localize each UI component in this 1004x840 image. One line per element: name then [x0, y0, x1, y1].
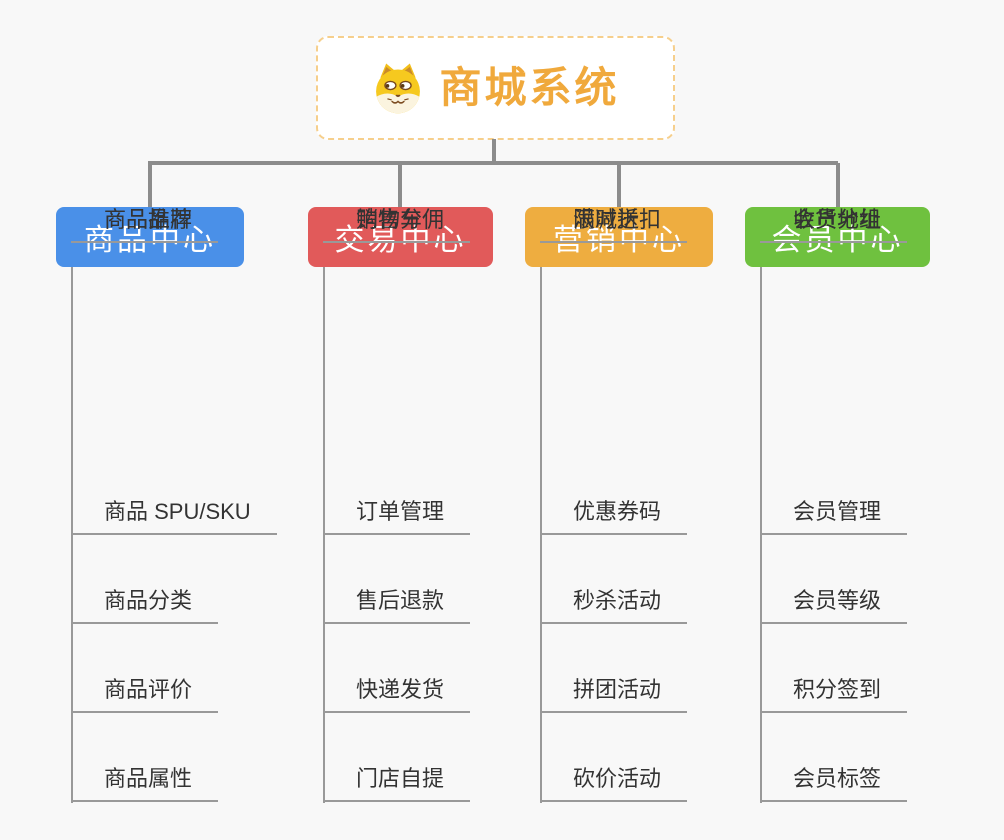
topic-item[interactable]: 积分签到: [760, 677, 908, 713]
topic-item[interactable]: 门店自提: [323, 766, 471, 802]
connector-drop-3: [617, 163, 621, 209]
branch-product-center: 商品中心 商品 SPU/SKU 商品分类 商品评价 商品属性 商品推荐 商品品牌: [56, 207, 277, 827]
topic-item[interactable]: 满减送: [540, 207, 666, 243]
topic-item[interactable]: 会员等级: [760, 588, 908, 624]
topic-item[interactable]: 商品属性: [71, 766, 219, 802]
branch-node-member-center[interactable]: 会员中心: [745, 207, 930, 267]
branch-node-product-center[interactable]: 商品中心: [56, 207, 244, 267]
connector-drop-2: [398, 163, 402, 209]
topic-item[interactable]: 会员标签: [760, 766, 908, 802]
root-topic-label: 商城系统: [439, 64, 620, 111]
branch-trunk-line: [71, 267, 73, 803]
branch-node-marketing-center[interactable]: 营销中心: [525, 207, 713, 267]
topic-item[interactable]: 砍价活动: [540, 766, 688, 802]
shiba-dog-icon: [376, 63, 421, 114]
topic-item[interactable]: 优惠券码: [540, 499, 688, 535]
topic-item[interactable]: 拼团活动: [540, 677, 688, 713]
topic-item[interactable]: 商品 SPU/SKU: [71, 499, 277, 535]
branch-trunk-line: [323, 267, 325, 803]
topic-item[interactable]: 快递发货: [323, 677, 471, 713]
topic-item[interactable]: 秒杀活动: [540, 588, 688, 624]
connector-root-stub: [492, 139, 496, 163]
topic-item[interactable]: 商品评价: [71, 677, 219, 713]
topic-item[interactable]: 商品分类: [71, 588, 219, 624]
branch-member-center: 会员中心 会员管理 会员等级 积分签到 会员标签 会员分组 收货地址: [745, 207, 945, 827]
root-topic[interactable]: 商城系统: [316, 36, 675, 140]
branch-marketing-center: 营销中心 优惠券码 秒杀活动 拼团活动 砍价活动 限时折扣 满减送: [525, 207, 725, 827]
branch-trunk-line: [760, 267, 762, 803]
connector-bus: [148, 161, 838, 165]
topic-item[interactable]: 商品品牌: [71, 207, 219, 243]
topic-item[interactable]: 收货地址: [760, 207, 908, 243]
connector-drop-1: [148, 163, 152, 209]
topic-item[interactable]: 订单管理: [323, 499, 471, 535]
branch-trunk-line: [540, 267, 542, 803]
topic-item[interactable]: 销售分佣: [323, 207, 471, 243]
branch-node-trade-center[interactable]: 交易中心: [308, 207, 493, 267]
topic-item[interactable]: 售后退款: [323, 588, 471, 624]
topic-item[interactable]: 会员管理: [760, 499, 908, 535]
branch-trade-center: 交易中心 订单管理 售后退款 快递发货 门店自提 购物车 销售分佣: [308, 207, 508, 827]
connector-drop-4: [836, 163, 840, 209]
